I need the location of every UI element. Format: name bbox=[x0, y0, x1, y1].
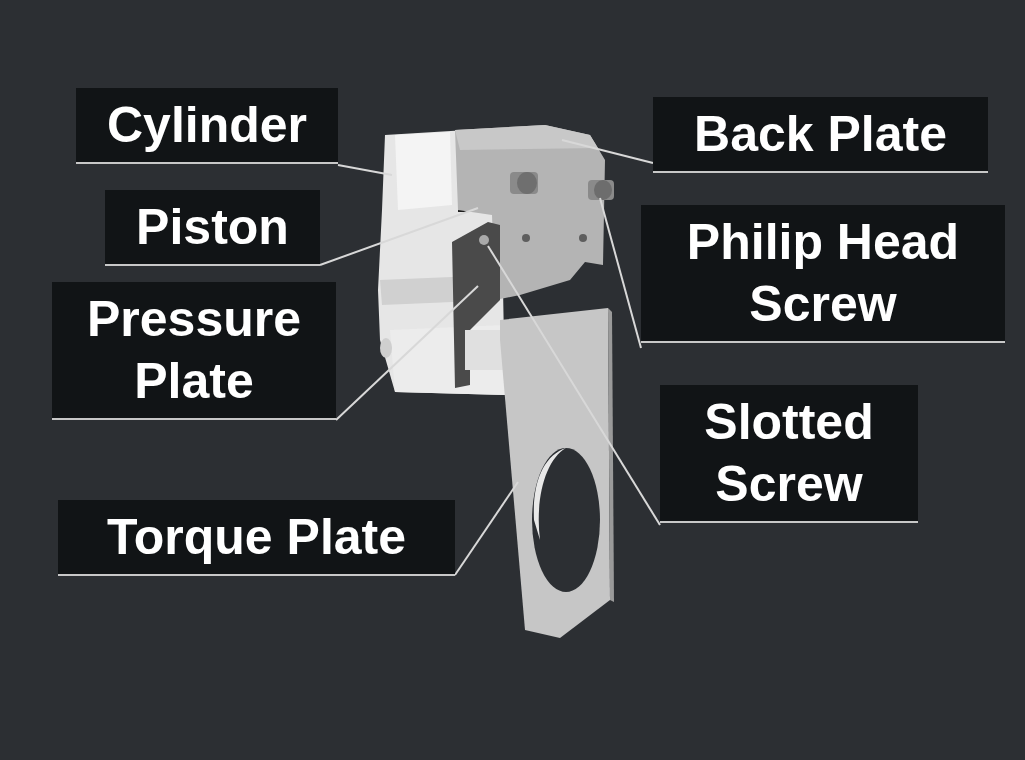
slotted-screw bbox=[479, 235, 489, 245]
bolt-head bbox=[517, 172, 537, 194]
cylinder-face bbox=[395, 132, 452, 210]
part-label: Slotted Screw bbox=[660, 385, 918, 523]
hole-edge bbox=[534, 448, 566, 540]
part-label: Pressure Plate bbox=[52, 282, 336, 420]
torque-plate-hole bbox=[532, 448, 600, 592]
back-plate-top bbox=[455, 125, 598, 150]
cylinder-port bbox=[380, 338, 392, 358]
part-label: Cylinder bbox=[76, 88, 338, 164]
screw-head bbox=[594, 180, 612, 200]
torque-plate bbox=[500, 308, 610, 638]
hole bbox=[579, 234, 587, 242]
part-label: Back Plate bbox=[653, 97, 988, 173]
part-label: Philip Head Screw bbox=[641, 205, 1005, 343]
hole bbox=[522, 234, 530, 242]
part-label: Torque Plate bbox=[58, 500, 455, 576]
torque-plate-edge bbox=[608, 308, 614, 602]
back-plate-bolt bbox=[510, 172, 538, 194]
part-label: Piston bbox=[105, 190, 320, 266]
philip-head-screw bbox=[588, 180, 614, 200]
